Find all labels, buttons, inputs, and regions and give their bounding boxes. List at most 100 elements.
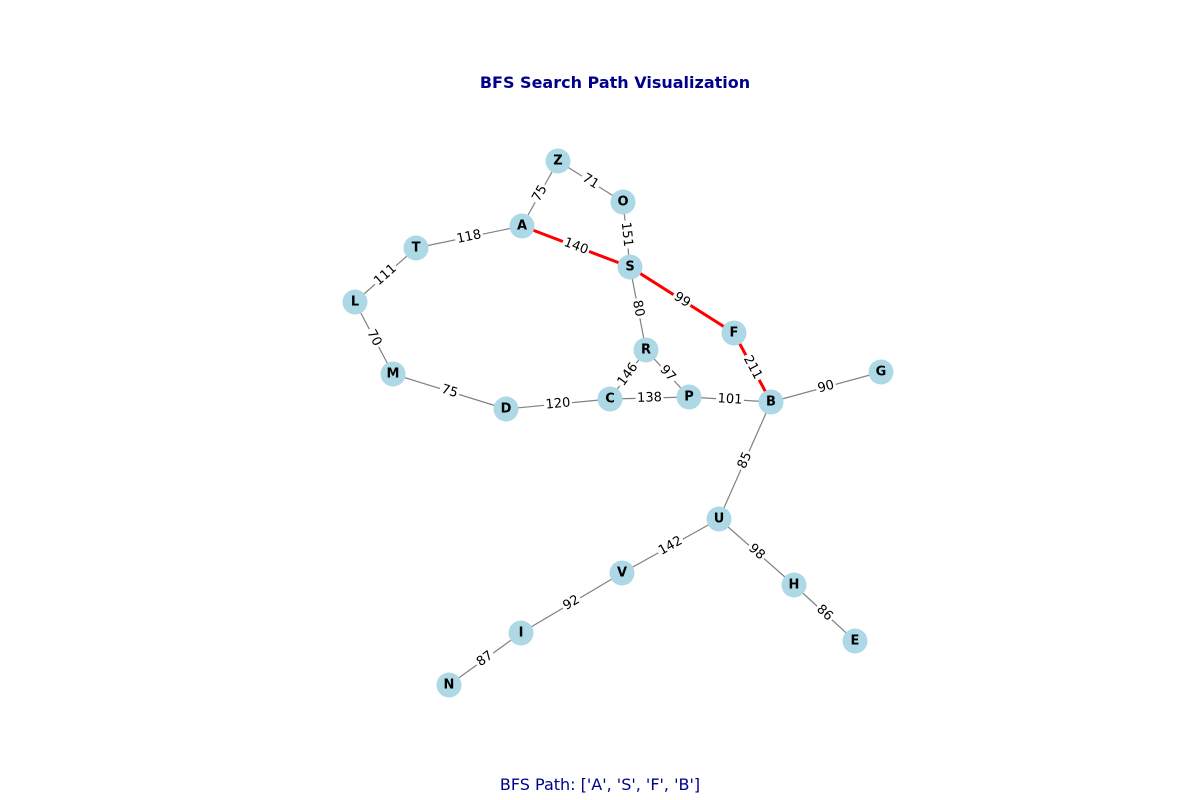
edge-label-background: [654, 532, 687, 560]
edge-weight-label: 75: [439, 382, 459, 401]
node-B: B: [758, 389, 784, 415]
node-label: A: [517, 219, 527, 234]
node-label: D: [501, 402, 512, 417]
node-label: P: [684, 390, 694, 405]
edge-weight-label: 85: [735, 450, 755, 471]
edge-label-background: [743, 539, 770, 565]
node-label: S: [625, 260, 634, 275]
edge-label-group-R-P: 97: [654, 360, 681, 387]
node-E: E: [842, 628, 868, 654]
edge-label-group-H-E: 86: [811, 600, 838, 626]
node-V: V: [609, 560, 635, 586]
edge-label-background: [613, 358, 643, 391]
node-Z: Z: [545, 148, 571, 174]
edge-label-group-I-N: 87: [472, 646, 498, 672]
edge-label-group-D-C: 120: [543, 394, 573, 414]
node-circle: [617, 254, 643, 280]
edge-label-background: [654, 360, 681, 387]
node-label: Z: [553, 154, 562, 169]
node-circle: [868, 359, 894, 385]
node-circle: [342, 289, 368, 315]
node-label: H: [789, 578, 800, 593]
node-P: P: [676, 384, 702, 410]
edge-weight-label: 90: [816, 378, 836, 397]
edge-label-group-B-U: 85: [733, 448, 757, 473]
edge-label-group-V-I: 92: [558, 591, 585, 615]
node-T: T: [403, 235, 429, 261]
node-circle: [545, 148, 571, 174]
node-I: I: [508, 620, 534, 646]
edge-weight-label: 151: [618, 221, 636, 247]
chart-title: BFS Search Path Visualization: [480, 73, 750, 92]
edge-weight-label: 71: [580, 171, 602, 193]
edge-label-background: [560, 234, 592, 259]
node-circle: [403, 235, 429, 261]
node-label: E: [851, 634, 860, 649]
edge-label-group-B-G: 90: [814, 376, 838, 398]
edge-label-background: [811, 600, 838, 626]
node-circle: [493, 396, 519, 422]
node-O: O: [610, 189, 636, 215]
node-circle: [436, 672, 462, 698]
edge-label-background: [362, 325, 386, 351]
edge-label-background: [715, 390, 745, 409]
node-label: M: [387, 367, 400, 382]
node-label: F: [730, 326, 739, 341]
edge-weight-label: 138: [637, 390, 662, 406]
node-label: B: [766, 395, 776, 410]
node-label: V: [617, 566, 627, 581]
node-F: F: [721, 320, 747, 346]
edge-weight-label: 98: [745, 541, 767, 563]
edge-label-background: [472, 646, 498, 672]
node-R: R: [633, 337, 659, 363]
node-circle: [609, 560, 635, 586]
edge-label-background: [369, 259, 402, 291]
edge-label-group-F-B: 211: [738, 351, 767, 384]
node-L: L: [342, 289, 368, 315]
node-C: C: [597, 386, 623, 412]
edges-layer: [354, 160, 882, 686]
edge-weight-label: 99: [671, 289, 693, 311]
node-label: N: [444, 678, 455, 693]
edge-label-background: [453, 226, 485, 248]
edge-weight-label: 80: [629, 299, 647, 318]
edge-label-background: [543, 394, 573, 414]
edge-label-group-T-L: 111: [369, 259, 402, 291]
edge-weight-label: 120: [545, 395, 571, 412]
edge-label-background: [628, 297, 648, 320]
edge-label-group-P-B: 101: [715, 390, 745, 409]
node-circle: [781, 572, 807, 598]
node-circle: [508, 620, 534, 646]
node-circle: [633, 337, 659, 363]
node-circle: [597, 386, 623, 412]
node-label: T: [412, 241, 421, 256]
edge-weight-label: 87: [474, 648, 496, 670]
node-A: A: [509, 213, 535, 239]
node-circle: [610, 189, 636, 215]
node-label: U: [714, 512, 725, 527]
edge-label-group-A-T: 118: [453, 226, 485, 248]
edge-label-background: [617, 219, 636, 250]
node-label: I: [519, 626, 524, 641]
node-circle: [706, 506, 732, 532]
edge-label-group-A-Z: 75: [528, 180, 552, 207]
edge-label-background: [738, 351, 767, 384]
edge-label-background: [528, 180, 552, 207]
edge-label-group-U-H: 98: [743, 539, 770, 565]
edge-label-group-O-S: 151: [617, 219, 636, 250]
edge-label-group-R-C: 146: [613, 358, 643, 391]
node-circle: [721, 320, 747, 346]
edge-label-background: [437, 380, 462, 403]
edge-label-group-S-F: 99: [669, 287, 695, 313]
edge-label-group-L-M: 70: [362, 325, 386, 351]
node-label: C: [605, 392, 615, 407]
node-label: R: [641, 343, 651, 358]
node-N: N: [436, 672, 462, 698]
edge-label-background: [814, 376, 838, 398]
node-circle: [380, 361, 406, 387]
edge-label-background: [558, 591, 585, 615]
node-M: M: [380, 361, 406, 387]
edge-weight-label: 75: [529, 183, 550, 205]
